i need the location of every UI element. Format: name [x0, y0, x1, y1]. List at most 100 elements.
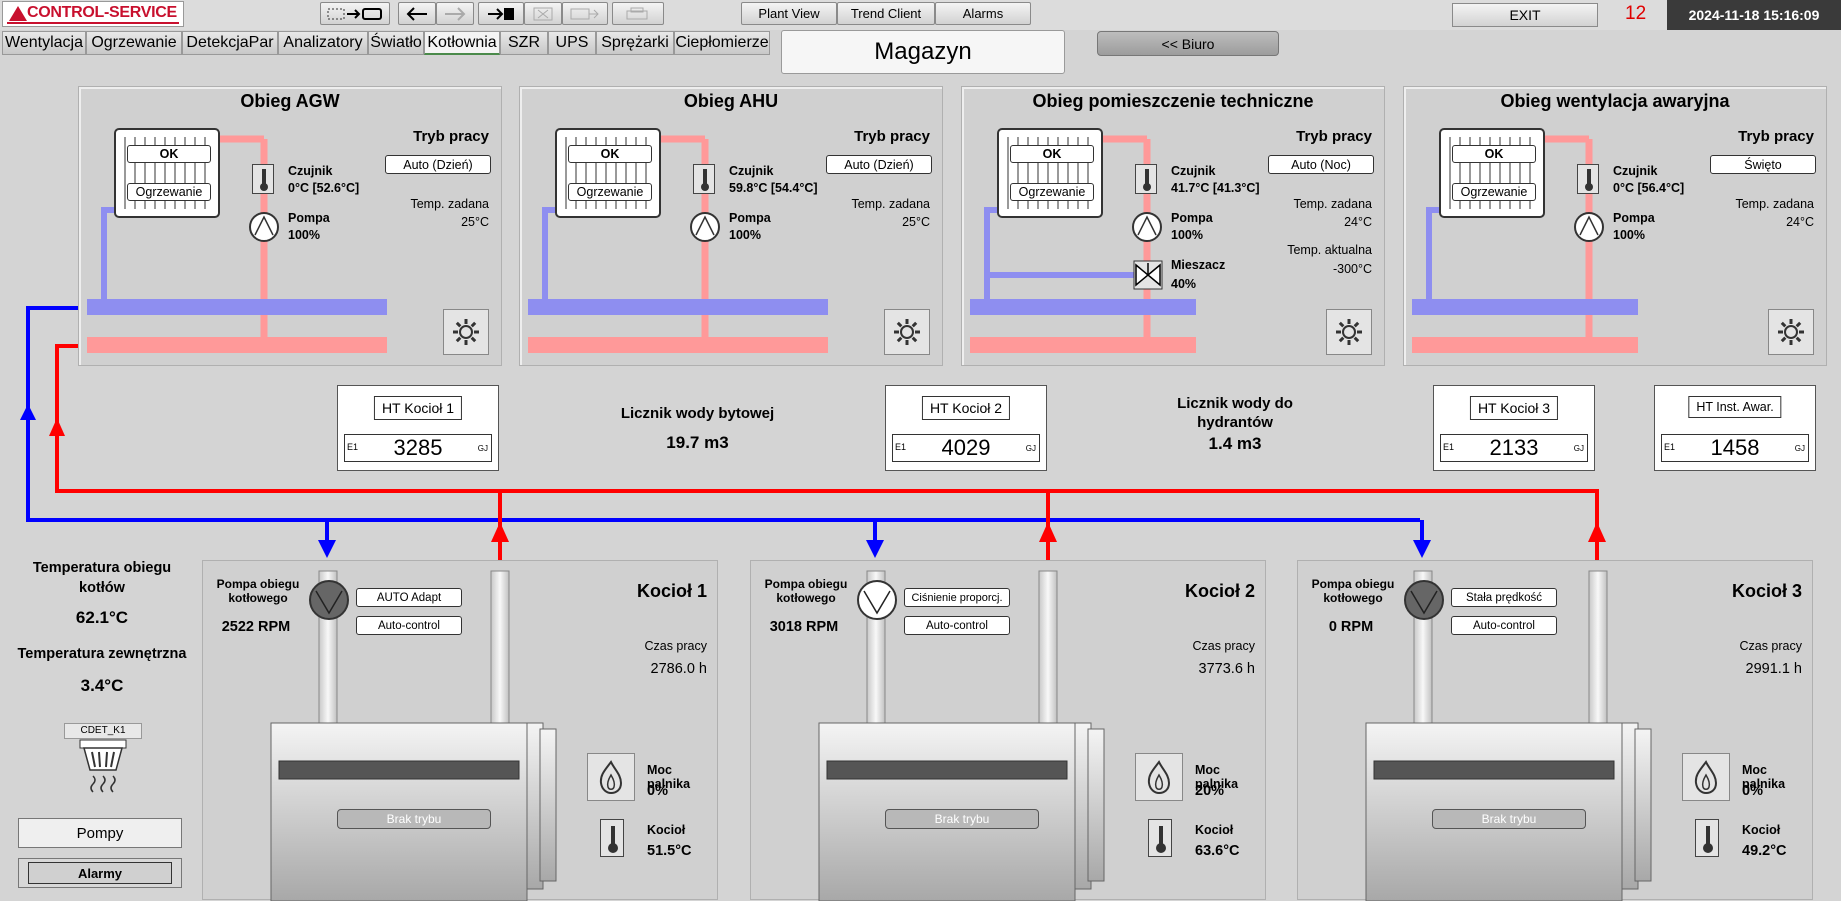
meter-name: HT Inst. Awar. — [1688, 396, 1782, 418]
actual-temp-value: -300°C — [1332, 262, 1372, 276]
flame-icon — [1147, 760, 1171, 795]
boiler-panel-2: Pompa obiegu kotłowego 3018 RPM Ciśnieni… — [750, 560, 1266, 901]
boiler-temp-value: 49.2°C — [1742, 843, 1787, 859]
settings-button[interactable] — [1768, 309, 1814, 355]
water-meter-domestic-label: Licznik wody bytowej — [620, 405, 775, 422]
setpoint-value: 25°C — [461, 215, 489, 229]
boiler-thermometer-icon — [600, 819, 624, 857]
pump-value: 100% — [1613, 228, 1645, 242]
boiler-pump-icon[interactable] — [308, 579, 350, 621]
setpoint-value: 25°C — [902, 215, 930, 229]
tab-analizatory[interactable]: Analizatory — [278, 31, 368, 55]
tab-wentylacja[interactable]: Wentylacja — [2, 31, 86, 55]
tryb-value[interactable]: Auto (Noc) — [1268, 155, 1374, 174]
sensor-value: 41.7°C [41.3°C] — [1171, 181, 1260, 195]
print-button[interactable] — [612, 2, 664, 25]
boiler-pump-control[interactable]: Auto-control — [1451, 616, 1557, 635]
exit-button[interactable]: EXIT — [1452, 3, 1598, 27]
pump-label: Pompa — [1171, 211, 1213, 225]
boiler-pump-mode[interactable]: AUTO Adapt — [356, 588, 462, 607]
tryb-value[interactable]: Święto — [1710, 155, 1816, 174]
mixer-label: Mieszacz — [1171, 258, 1226, 272]
boiler-mode[interactable]: Brak trybu — [885, 809, 1039, 829]
gear-icon — [894, 319, 920, 345]
close-screen-button[interactable] — [524, 2, 562, 25]
burner-button[interactable] — [587, 753, 635, 801]
gas-detector-icon[interactable] — [78, 739, 128, 794]
tab-szr[interactable]: SZR — [500, 31, 548, 55]
setpoint-label: Temp. zadana — [1293, 197, 1372, 211]
boiler-pump-control[interactable]: Auto-control — [904, 616, 1010, 635]
circuit-title: Obieg AHU — [683, 91, 779, 111]
boiler-pump-icon[interactable] — [1403, 579, 1445, 621]
sensor-label: Czujnik — [1613, 164, 1658, 178]
burner-button[interactable] — [1135, 753, 1183, 801]
tab-ups[interactable]: UPS — [548, 31, 596, 55]
alarm-count[interactable]: 12 — [1625, 3, 1647, 24]
tryb-label: Tryb pracy — [854, 128, 930, 145]
meter-unit: GJ — [477, 444, 488, 453]
settings-button[interactable] — [884, 309, 930, 355]
boiler-temp-value: 51.5°C — [647, 843, 692, 859]
circuit-status: OK — [1010, 145, 1094, 163]
thermometer-icon — [252, 164, 274, 194]
tryb-value[interactable]: Auto (Dzień) — [826, 155, 932, 174]
burner-label: Moc palnika — [1195, 763, 1239, 791]
burner-button[interactable] — [1682, 753, 1730, 801]
burner-value: 20% — [1195, 783, 1225, 799]
boiler-panel-1: Pompa obiegu kotłowego 2522 RPM AUTO Ada… — [202, 560, 718, 901]
meter-value: 4029 — [941, 435, 991, 460]
tryb-value[interactable]: Auto (Dzień) — [385, 155, 491, 174]
burner-label: Moc palnika — [1742, 763, 1786, 791]
alarms-view-button[interactable]: Alarms — [935, 2, 1031, 25]
tab-swiatlo[interactable]: Światło — [368, 31, 424, 55]
boiler-pump-control[interactable]: Auto-control — [356, 616, 462, 635]
boiler-temp-label: Kocioł — [1742, 823, 1781, 837]
boiler-mode[interactable]: Brak trybu — [337, 809, 491, 829]
water-meter-hydrant-label: Licznik wody do hydrantów — [1177, 395, 1293, 431]
thermometer-icon — [1577, 164, 1599, 194]
login-button[interactable] — [478, 2, 524, 25]
trend-client-button[interactable]: Trend Client — [837, 2, 935, 25]
back-button[interactable] — [398, 2, 436, 25]
switch-screen-icon — [327, 7, 382, 20]
boiler-panel-3: Pompa obiegu kotłowego 0 RPM Stała prędk… — [1297, 560, 1813, 901]
alarms-button-label: Alarmy — [28, 862, 172, 884]
tab-sprezarki[interactable]: Sprężarki — [596, 31, 674, 55]
burner-value: 0% — [647, 783, 668, 799]
pumps-button[interactable]: Pompy — [18, 818, 182, 848]
water-meter-domestic-value: 19.7 m3 — [666, 433, 729, 452]
nav-biuro-button[interactable]: << Biuro — [1097, 31, 1279, 56]
boiler-drawing — [1365, 570, 1652, 901]
boiler-pump-mode[interactable]: Stała prędkość — [1451, 588, 1557, 607]
switch-screen-button[interactable] — [320, 2, 390, 25]
meter-unit: GJ — [1794, 444, 1805, 453]
plant-view-button[interactable]: Plant View — [741, 2, 837, 25]
alarms-button[interactable]: Alarmy — [18, 858, 182, 888]
forward-button[interactable] — [436, 2, 474, 25]
tab-ogrzewanie[interactable]: Ogrzewanie — [86, 31, 182, 55]
export-button[interactable] — [562, 2, 608, 25]
settings-button[interactable] — [443, 309, 489, 355]
settings-button[interactable] — [1326, 309, 1372, 355]
export-icon — [570, 8, 599, 19]
outside-temp-value: 3.4°C — [80, 676, 124, 695]
pump-value: 100% — [288, 228, 320, 242]
meter-name: HT Kocioł 1 — [373, 396, 463, 420]
flame-icon — [599, 760, 623, 795]
boiler-mode[interactable]: Brak trybu — [1432, 809, 1586, 829]
meter-value: 3285 — [393, 435, 443, 460]
sensor-value: 59.8°C [54.4°C] — [729, 181, 818, 195]
tab-kotlownia[interactable]: Kotłownia — [424, 31, 500, 55]
boiler-pump-icon[interactable] — [856, 579, 898, 621]
tab-detekcjapar[interactable]: DetekcjaPar — [182, 31, 278, 55]
tab-cieplomierze[interactable]: Ciepłomierze — [674, 31, 770, 55]
boiler-pump-mode[interactable]: Ciśnienie proporcj. — [904, 588, 1010, 607]
circuit-panel-emergency-ventilation: Obieg wentylacja awaryjna OK Ogrzewanie … — [1403, 86, 1827, 366]
